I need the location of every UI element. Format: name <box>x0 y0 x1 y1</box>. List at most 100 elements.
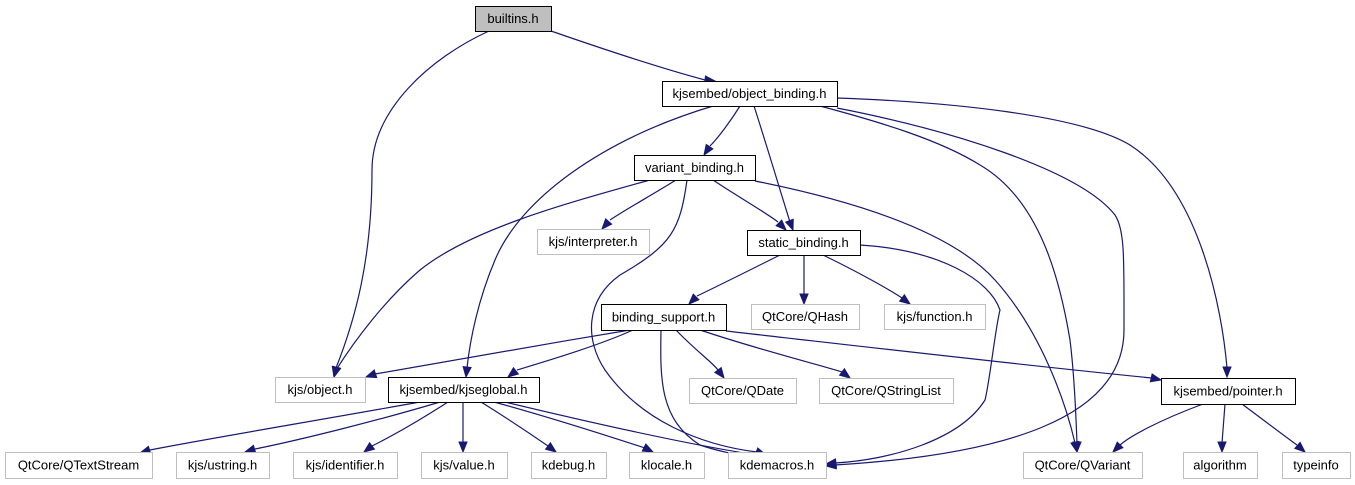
node-klocale: klocale.h <box>629 452 705 479</box>
arrowhead-icon <box>1149 373 1163 383</box>
edge-static_binding-to-function <box>822 254 912 305</box>
edge-kjseglobal-to-klocale <box>493 401 655 453</box>
node-variant_binding[interactable]: variant_binding.h <box>634 155 756 181</box>
arrowhead-icon <box>824 458 837 468</box>
node-interpreter: kjs/interpreter.h <box>537 229 650 255</box>
edge-line <box>675 329 719 371</box>
arrowhead-icon <box>898 293 912 305</box>
node-label: variant_binding.h <box>645 160 744 175</box>
node-kjseglobal[interactable]: kjsembed/kjseglobal.h <box>388 377 540 403</box>
edge-line <box>1119 403 1204 446</box>
arrowhead-icon <box>784 218 794 232</box>
node-box <box>176 452 270 479</box>
node-box <box>1161 378 1296 405</box>
node-box <box>634 155 756 181</box>
node-label: kjs/ustring.h <box>188 458 257 473</box>
node-label: builtins.h <box>487 11 538 26</box>
edge-variant_binding-to-static_binding <box>712 179 787 231</box>
edge-variant_binding-to-qvariant <box>754 180 1080 454</box>
node-label: kjs/identifier.h <box>306 458 385 473</box>
edge-static_binding-to-qhash <box>799 255 809 306</box>
node-pointer[interactable]: kjsembed/pointer.h <box>1161 378 1296 405</box>
edge-line <box>516 329 634 371</box>
edge-pointer-to-algorithm <box>1217 403 1227 454</box>
arrowhead-icon <box>1222 366 1232 379</box>
node-label: typeinfo <box>1293 458 1339 473</box>
node-box <box>819 378 954 404</box>
node-label: kjs/object.h <box>287 382 352 397</box>
node-box <box>537 229 650 255</box>
node-box <box>475 6 552 32</box>
node-label: QtCore/QDate <box>701 383 784 398</box>
node-qtextstream: QtCore/QTextStream <box>5 452 153 479</box>
edge-binding_support-to-object <box>364 329 631 379</box>
node-label: QtCore/QHash <box>762 309 848 324</box>
node-label: kjs/function.h <box>897 309 973 324</box>
edge-line <box>493 401 646 449</box>
node-box <box>421 452 508 479</box>
arrowhead-icon <box>601 218 613 231</box>
arrowhead-icon <box>544 441 558 453</box>
edge-binding_support-to-qdate <box>675 329 725 380</box>
arrowhead-icon <box>462 366 472 379</box>
node-box <box>1023 452 1143 479</box>
node-qhash: QtCore/QHash <box>751 304 860 330</box>
node-label: binding_support.h <box>612 310 715 325</box>
edge-line <box>696 254 781 297</box>
arrowhead-icon <box>688 293 700 305</box>
edge-line <box>753 105 791 223</box>
node-label: klocale.h <box>641 458 692 473</box>
edge-line <box>709 105 741 147</box>
node-kdebug: kdebug.h <box>531 452 607 479</box>
node-box <box>629 452 705 479</box>
node-box <box>662 81 838 107</box>
node-static_binding[interactable]: static_binding.h <box>747 230 861 256</box>
edge-line <box>335 179 651 371</box>
arrowhead-icon <box>1217 441 1227 454</box>
edges-layer <box>138 30 1307 470</box>
node-box <box>1282 452 1351 479</box>
node-algorithm: algorithm <box>1183 452 1258 479</box>
edge-line <box>466 105 714 369</box>
node-identifier: kjs/identifier.h <box>293 452 398 479</box>
arrowhead-icon <box>641 443 655 453</box>
arrowhead-icon <box>1112 441 1124 453</box>
arrowhead-icon <box>364 369 378 379</box>
node-label: algorithm <box>1193 458 1246 473</box>
node-label: kjs/interpreter.h <box>549 234 638 249</box>
node-qstringlist: QtCore/QStringList <box>819 378 954 404</box>
node-box <box>751 304 860 330</box>
edge-line <box>834 244 1001 464</box>
arrowhead-icon <box>332 365 342 379</box>
arrowhead-icon <box>838 367 852 379</box>
edge-line <box>725 330 1153 379</box>
node-binding_support[interactable]: binding_support.h <box>601 304 727 331</box>
node-object_binding[interactable]: kjsembed/object_binding.h <box>662 81 838 107</box>
edge-line <box>822 254 903 299</box>
arrowhead-icon <box>458 441 468 454</box>
edge-line <box>754 180 1076 444</box>
node-qdate: QtCore/QDate <box>689 378 797 404</box>
edge-line <box>374 329 631 375</box>
edge-line <box>590 179 758 453</box>
edge-pointer-to-qvariant <box>1112 403 1204 453</box>
edge-line <box>712 179 779 223</box>
node-box <box>275 377 366 403</box>
edge-object_binding-to-static_binding <box>753 105 794 232</box>
edge-line <box>335 30 490 369</box>
edge-static_binding-to-binding_support <box>688 254 781 305</box>
node-value: kjs/value.h <box>421 452 508 479</box>
node-label: kjsembed/kjseglobal.h <box>400 382 528 397</box>
edge-builtins-to-object <box>331 30 490 379</box>
edge-line <box>1241 403 1298 446</box>
arrowhead-icon <box>362 441 376 453</box>
node-qvariant: QtCore/QVariant <box>1023 452 1143 479</box>
arrowhead-icon <box>243 444 257 454</box>
arrowhead-icon <box>506 366 520 378</box>
nodes-layer: builtins.h kjsembed/object_binding.hvaria… <box>5 6 1351 479</box>
arrowhead-icon <box>775 219 787 231</box>
edge-variant_binding-to-interpreter <box>601 179 677 231</box>
node-object: kjs/object.h <box>275 377 366 403</box>
node-builtins[interactable]: builtins.h <box>475 6 552 32</box>
